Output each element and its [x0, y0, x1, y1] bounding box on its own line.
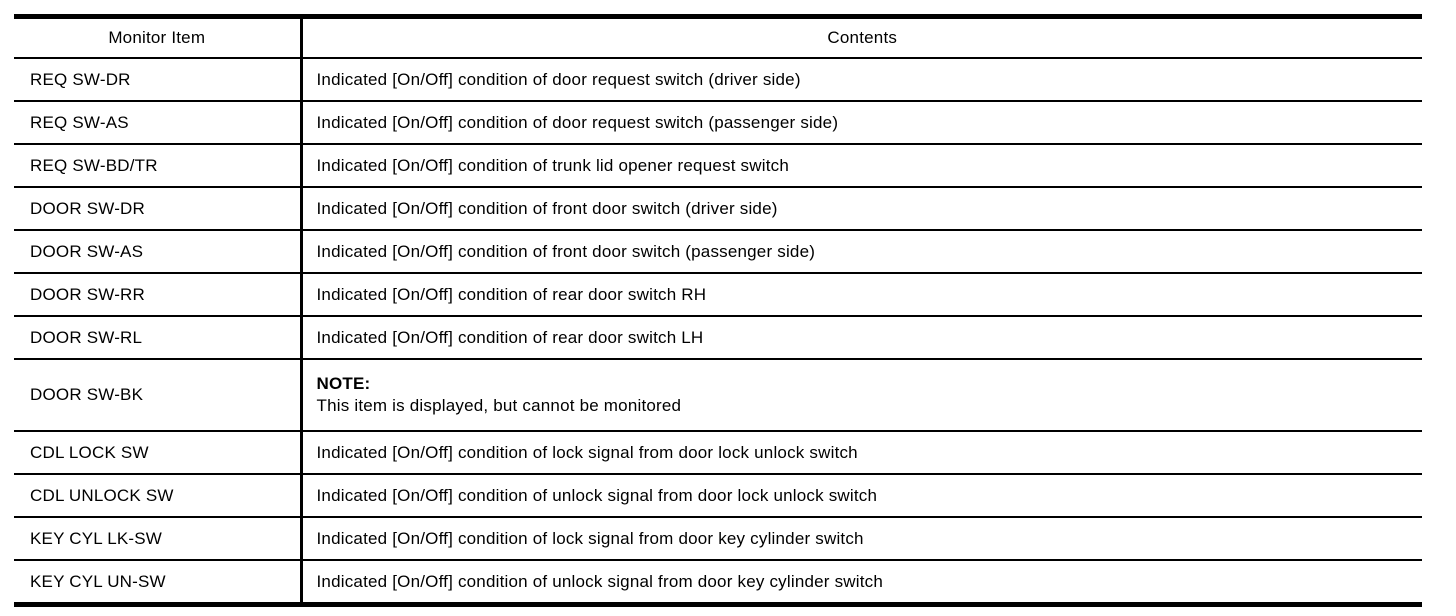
table-row: CDL LOCK SW Indicated [On/Off] condition… — [14, 431, 1422, 475]
table-row: CDL UNLOCK SW Indicated [On/Off] conditi… — [14, 474, 1422, 518]
contents-cell: Indicated [On/Off] condition of unlock s… — [301, 474, 1422, 518]
monitor-item-cell: DOOR SW-RR — [14, 273, 303, 317]
monitor-item-cell: DOOR SW-RL — [14, 316, 303, 360]
contents-cell: Indicated [On/Off] condition of rear doo… — [301, 316, 1422, 360]
contents-cell: Indicated [On/Off] condition of front do… — [301, 187, 1422, 231]
monitor-item-cell: CDL LOCK SW — [14, 431, 303, 475]
monitor-item-cell: CDL UNLOCK SW — [14, 474, 303, 518]
table-header: Monitor Item Contents — [14, 16, 1422, 59]
note-label: NOTE: — [316, 374, 371, 393]
monitor-item-table: Monitor Item Contents REQ SW-DR Indicate… — [14, 14, 1422, 607]
monitor-item-cell: REQ SW-DR — [14, 58, 303, 102]
table-row: DOOR SW-AS Indicated [On/Off] condition … — [14, 230, 1422, 274]
table-body: REQ SW-DR Indicated [On/Off] condition o… — [14, 58, 1422, 606]
contents-cell: Indicated [On/Off] condition of front do… — [301, 230, 1422, 274]
monitor-item-cell: DOOR SW-DR — [14, 187, 303, 231]
contents-cell: Indicated [On/Off] condition of door req… — [301, 101, 1422, 145]
monitor-item-cell: KEY CYL LK-SW — [14, 517, 303, 561]
table-row: REQ SW-DR Indicated [On/Off] condition o… — [14, 58, 1422, 102]
column-header-monitor-item: Monitor Item — [14, 16, 303, 59]
table-row: KEY CYL LK-SW Indicated [On/Off] conditi… — [14, 517, 1422, 561]
monitor-item-cell: REQ SW-BD/TR — [14, 144, 303, 188]
contents-cell: Indicated [On/Off] condition of trunk li… — [301, 144, 1422, 188]
table-row: DOOR SW-DR Indicated [On/Off] condition … — [14, 187, 1422, 231]
table-row: REQ SW-AS Indicated [On/Off] condition o… — [14, 101, 1422, 145]
table-row: DOOR SW-RR Indicated [On/Off] condition … — [14, 273, 1422, 317]
note-text: This item is displayed, but cannot be mo… — [316, 396, 682, 415]
contents-cell: Indicated [On/Off] condition of unlock s… — [301, 560, 1422, 606]
contents-cell: Indicated [On/Off] condition of door req… — [301, 58, 1422, 102]
column-header-contents: Contents — [301, 16, 1422, 59]
monitor-item-cell: DOOR SW-BK — [14, 359, 303, 432]
header-row: Monitor Item Contents — [14, 16, 1422, 59]
contents-cell: Indicated [On/Off] condition of rear doo… — [301, 273, 1422, 317]
contents-cell: Indicated [On/Off] condition of lock sig… — [301, 431, 1422, 475]
table-row: REQ SW-BD/TR Indicated [On/Off] conditio… — [14, 144, 1422, 188]
table-row: DOOR SW-RL Indicated [On/Off] condition … — [14, 316, 1422, 360]
monitor-item-cell: REQ SW-AS — [14, 101, 303, 145]
monitor-item-cell: KEY CYL UN-SW — [14, 560, 303, 606]
contents-cell-note: NOTE: This item is displayed, but cannot… — [301, 359, 1422, 432]
monitor-item-cell: DOOR SW-AS — [14, 230, 303, 274]
table-row-note: DOOR SW-BK NOTE: This item is displayed,… — [14, 359, 1422, 432]
contents-cell: Indicated [On/Off] condition of lock sig… — [301, 517, 1422, 561]
table-row: KEY CYL UN-SW Indicated [On/Off] conditi… — [14, 560, 1422, 606]
